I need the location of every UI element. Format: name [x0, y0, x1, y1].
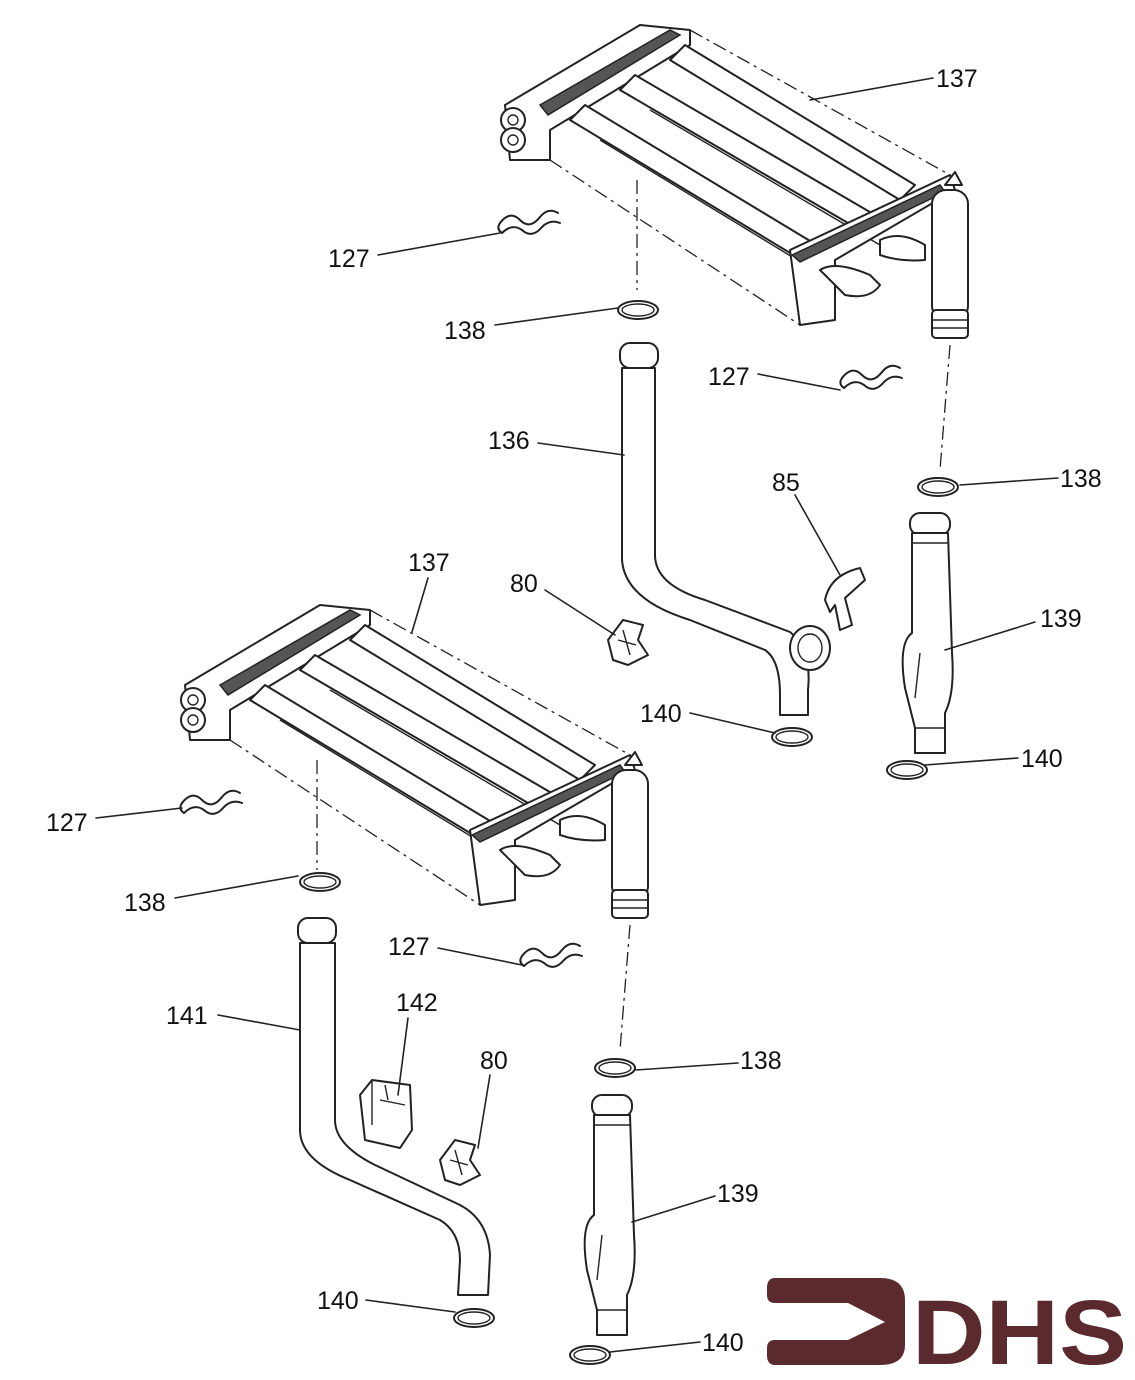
label-127-bottom-right: 127 — [388, 933, 430, 961]
label-137-top: 137 — [936, 65, 978, 93]
label-142: 142 — [396, 989, 438, 1017]
label-138-bottom-right: 138 — [740, 1047, 782, 1075]
label-127-top-right: 127 — [708, 363, 750, 391]
label-140-top-left: 140 — [640, 700, 682, 728]
heat-exchanger-top — [500, 24, 969, 471]
label-80-top: 80 — [510, 570, 538, 598]
label-140-bottom-left: 140 — [317, 1287, 359, 1315]
label-138-top-left: 138 — [444, 317, 486, 345]
label-140-top-right: 140 — [1021, 745, 1063, 773]
label-85: 85 — [772, 469, 800, 497]
label-141: 141 — [166, 1002, 208, 1030]
label-139-bottom: 139 — [717, 1180, 759, 1208]
label-138-bottom-left: 138 — [124, 889, 166, 917]
logo-text: DHS — [912, 1282, 1127, 1380]
clip-85 — [824, 567, 866, 631]
sensor-142 — [359, 1079, 413, 1149]
label-137-bottom: 137 — [408, 549, 450, 577]
label-127-top-left: 127 — [328, 245, 370, 273]
label-140-bottom-right: 140 — [702, 1329, 744, 1357]
dhs-logo: DHS — [767, 1278, 1127, 1380]
label-136: 136 — [488, 427, 530, 455]
label-139-top: 139 — [1040, 605, 1082, 633]
label-138-top-right: 138 — [1060, 465, 1102, 493]
pipe-141 — [297, 917, 491, 1296]
logo-arrow-icon — [767, 1278, 905, 1365]
heat-exchanger-bottom — [180, 604, 649, 1051]
label-80-bottom: 80 — [480, 1047, 508, 1075]
label-127-bottom-left: 127 — [46, 809, 88, 837]
pipe-136 — [619, 342, 831, 716]
